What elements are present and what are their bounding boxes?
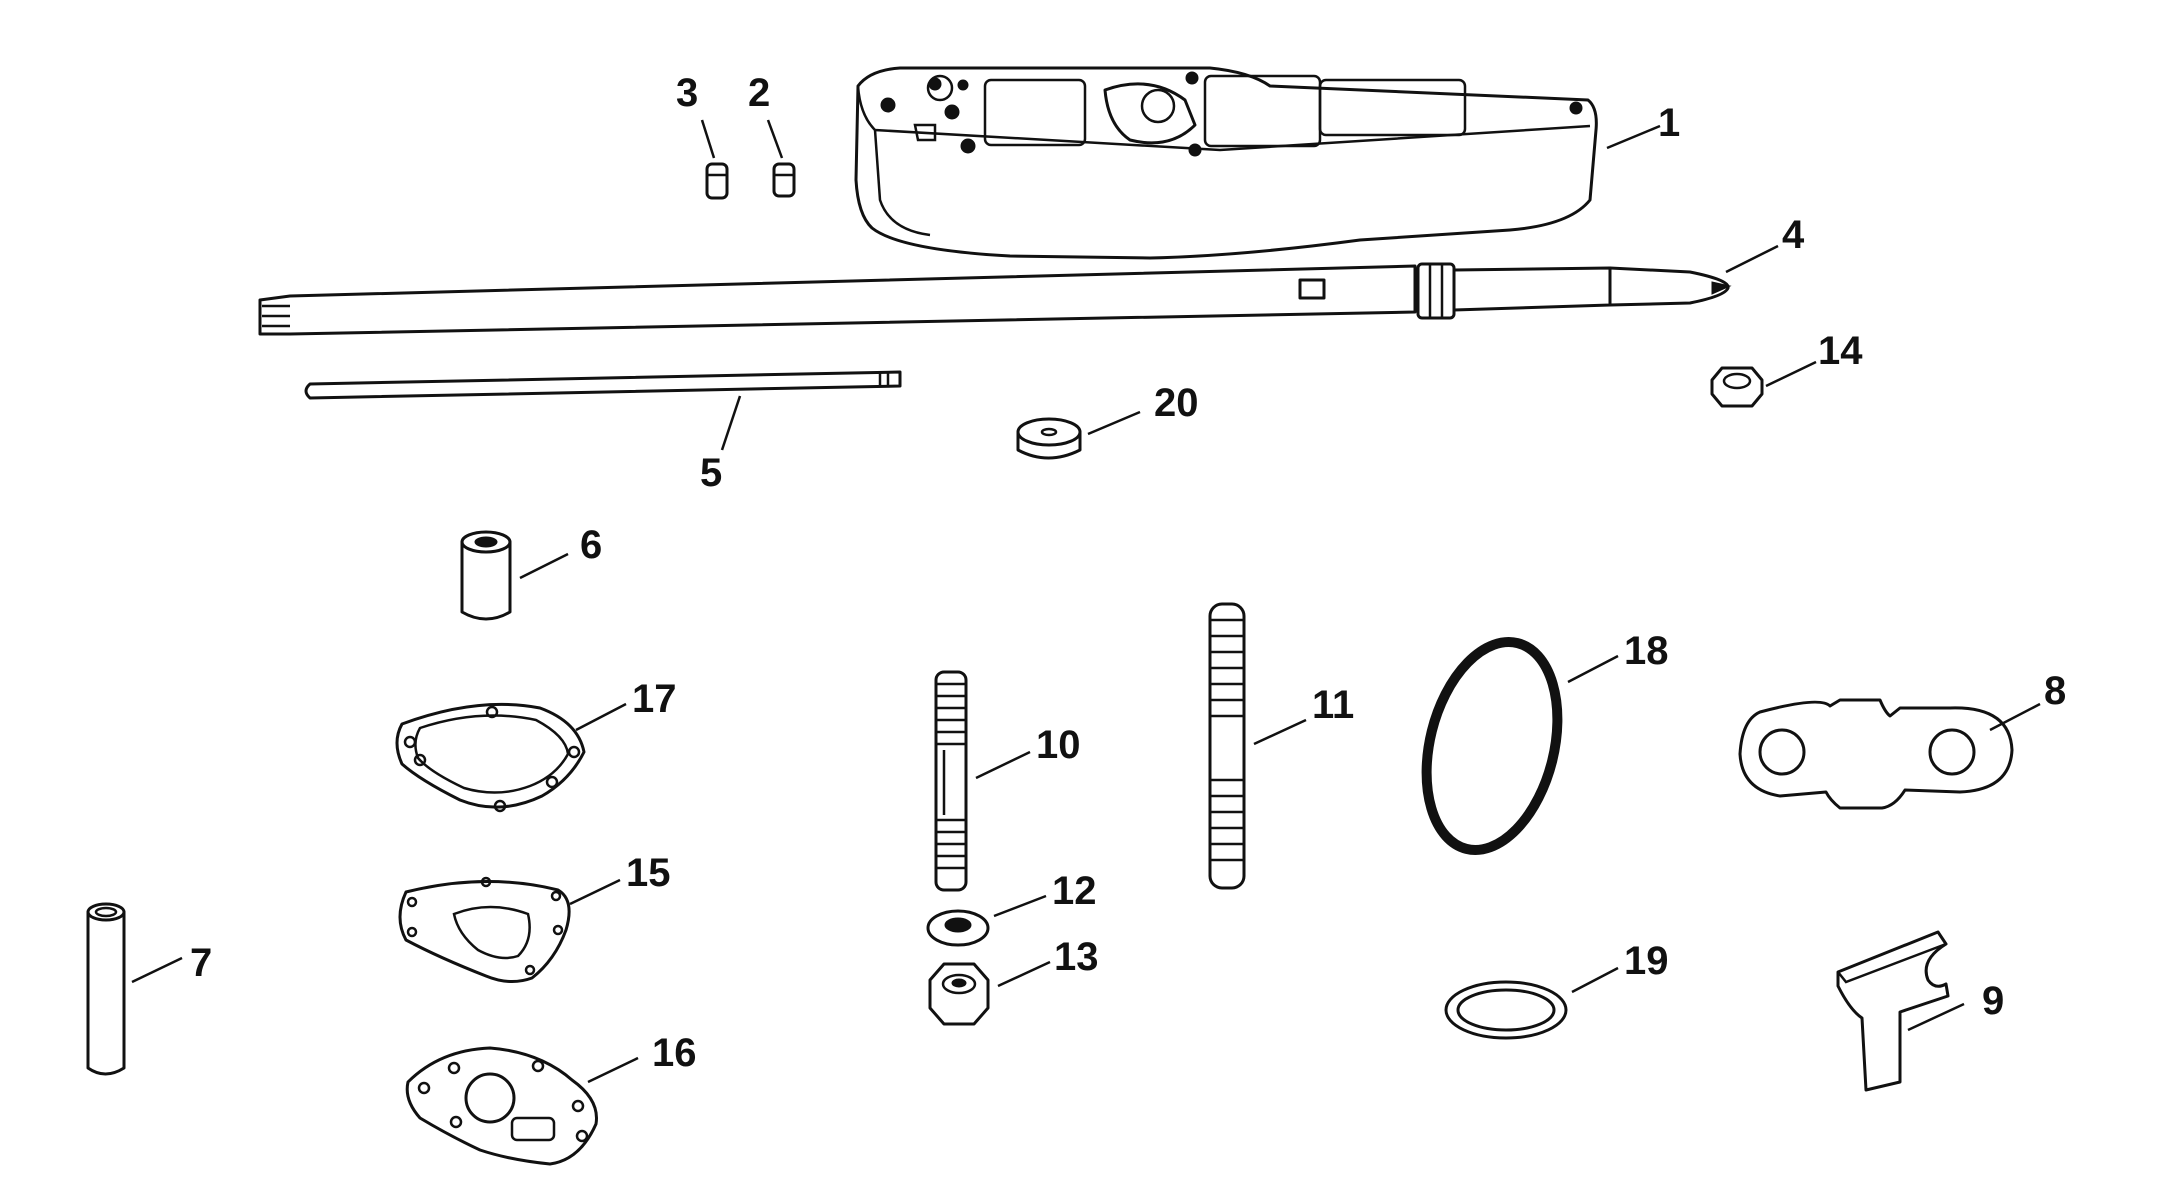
callout-20: 20 — [1154, 381, 1199, 425]
leader-7 — [131, 956, 183, 984]
callout-11: 11 — [1312, 683, 1354, 727]
part-16-gasket[interactable] — [405, 1046, 598, 1166]
leader-14 — [1765, 360, 1817, 388]
part-2-pin[interactable] — [772, 162, 796, 198]
leader-6 — [519, 552, 569, 580]
leader-12 — [993, 894, 1047, 918]
leader-5 — [720, 395, 742, 451]
callout-2: 2 — [748, 71, 770, 115]
leader-3 — [700, 119, 716, 159]
callout-16: 16 — [652, 1031, 697, 1075]
part-7-tube[interactable] — [86, 902, 126, 1076]
part-20-spacer[interactable] — [1016, 417, 1082, 460]
part-12-washer[interactable] — [926, 909, 990, 947]
leader-13 — [997, 960, 1051, 988]
part-19-seal-ring[interactable] — [1444, 980, 1568, 1040]
leader-15 — [569, 878, 621, 906]
callout-10: 10 — [1036, 723, 1081, 767]
callout-5: 5 — [700, 451, 722, 495]
leader-19 — [1571, 966, 1619, 994]
part-13-nut[interactable] — [928, 962, 990, 1026]
part-18-o-ring[interactable] — [1406, 628, 1578, 864]
callout-15: 15 — [626, 851, 671, 895]
callout-7: 7 — [190, 941, 212, 985]
part-14-nut[interactable] — [1710, 366, 1764, 408]
leader-10 — [975, 750, 1031, 780]
part-9-bracket[interactable] — [1836, 930, 1950, 1092]
part-17-gasket[interactable] — [395, 702, 586, 813]
part-11-stud[interactable] — [1208, 602, 1246, 890]
part-5-rod[interactable] — [304, 370, 902, 400]
leader-9 — [1907, 1002, 1965, 1032]
part-4-drive-shaft[interactable] — [258, 262, 1732, 336]
callout-4: 4 — [1782, 213, 1805, 257]
callout-19: 19 — [1624, 939, 1669, 983]
callout-3: 3 — [676, 71, 698, 115]
callout-18: 18 — [1624, 629, 1669, 673]
callout-14: 14 — [1818, 329, 1863, 373]
part-6-bushing[interactable] — [460, 530, 512, 621]
leader-16 — [587, 1056, 639, 1084]
leader-18 — [1567, 654, 1619, 684]
part-15-gasket[interactable] — [398, 876, 571, 983]
leader-8 — [1989, 702, 2041, 732]
leader-17 — [575, 702, 627, 732]
part-10-stud[interactable] — [934, 670, 968, 892]
callout-17: 17 — [632, 677, 677, 721]
callout-1: 1 — [1658, 101, 1680, 145]
leader-1 — [1606, 124, 1661, 150]
part-8-plate[interactable] — [1738, 698, 2014, 810]
leader-2 — [766, 119, 784, 159]
callout-8: 8 — [2044, 669, 2066, 713]
leader-4 — [1725, 244, 1779, 274]
callout-6: 6 — [580, 523, 602, 567]
leader-11 — [1253, 718, 1307, 746]
part-1-housing[interactable] — [854, 66, 1598, 260]
callout-9: 9 — [1982, 979, 2004, 1023]
callout-13: 13 — [1054, 935, 1099, 979]
leader-20 — [1087, 410, 1141, 436]
part-3-pin[interactable] — [705, 162, 729, 200]
callout-12: 12 — [1052, 869, 1097, 913]
